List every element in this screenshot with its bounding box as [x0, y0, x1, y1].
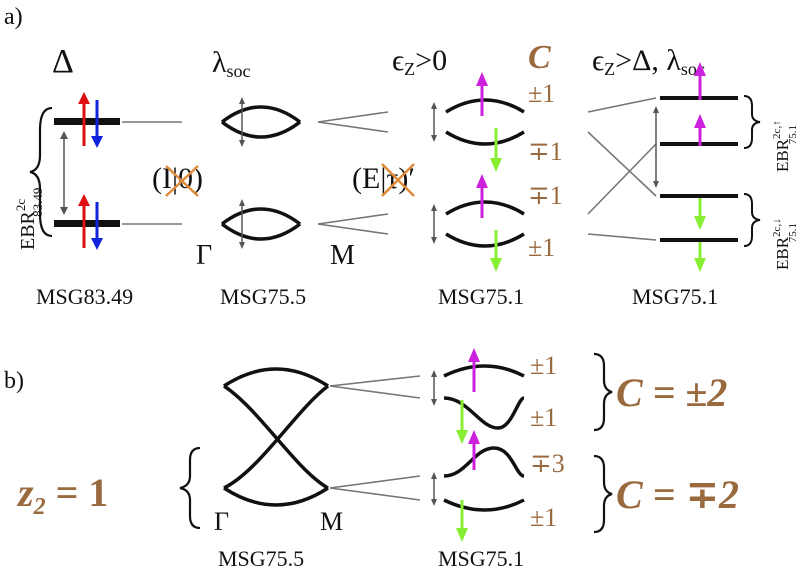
- band-75-1: [445, 200, 525, 216]
- left-brace: [29, 106, 53, 238]
- band-crossing: [223, 367, 329, 388]
- svg-text:EBR2c,↑75.1: EBR2c,↑75.1: [771, 120, 799, 172]
- broken-symmetry-translation: (E|τ)′: [352, 162, 415, 195]
- band-top-83: [54, 118, 120, 125]
- chern-value: ±1: [530, 503, 557, 532]
- connector-line: [317, 111, 389, 123]
- band-75-1: [445, 130, 525, 146]
- flat-band: [660, 238, 738, 242]
- chern-value: ±1: [530, 351, 557, 380]
- panel-b-label: b): [4, 368, 24, 394]
- group-label: MSG83.49: [36, 284, 133, 309]
- group-label: MSG75.1: [438, 284, 524, 309]
- band-75-1-b: [443, 498, 525, 512]
- band-crossing: [223, 384, 330, 490]
- panel-a-label: a): [4, 4, 23, 30]
- chern-value: ∓1: [528, 137, 563, 166]
- m-label: M: [320, 507, 343, 536]
- zeeman-positive-label: ϵZ>0: [392, 44, 447, 79]
- band-lens-bottom: [220, 207, 302, 226]
- chern-value: ±1: [528, 79, 555, 108]
- chern-total-bottom: C = ∓2: [616, 472, 739, 517]
- gamma-label: Γ: [214, 507, 229, 536]
- group-label: MSG75.1: [438, 546, 524, 571]
- connector-line: [317, 213, 389, 225]
- band-crossing: [223, 486, 329, 507]
- chern-brace: [593, 454, 613, 534]
- band-75-1: [445, 232, 525, 248]
- zeeman-large-label: ϵZ>Δ, λsoc: [592, 44, 705, 79]
- z2-label: z2 = 1: [16, 470, 108, 520]
- ebr-down-label: EBR2c,↓75.1: [771, 218, 799, 270]
- m-label: M: [330, 240, 355, 271]
- band-75-1-b: [443, 446, 525, 478]
- band-75-1-b: [443, 396, 525, 430]
- ebr-up-label: EBR2c,↑75.1: [771, 120, 799, 172]
- gamma-label: Γ: [196, 240, 212, 271]
- delta-symbol: Δ: [52, 43, 74, 80]
- chern-symbol: C: [528, 39, 551, 76]
- z2-brace: [179, 446, 201, 530]
- chern-total-top: C = ±2: [616, 370, 727, 415]
- right-brace: [743, 95, 761, 149]
- chern-value: ∓1: [528, 181, 563, 210]
- chern-value: ±1: [530, 403, 557, 432]
- band-75-1-b: [443, 364, 525, 378]
- band-lens-top: [220, 105, 302, 124]
- flat-band: [660, 194, 738, 198]
- band-lens-bottom: [220, 222, 302, 241]
- group-label: MSG75.5: [220, 284, 306, 309]
- broken-symmetry-inversion: (I|0): [152, 162, 203, 195]
- band-75-1: [445, 98, 525, 114]
- connector-line: [317, 121, 389, 133]
- group-label: MSG75.1: [632, 284, 718, 309]
- right-brace: [743, 193, 761, 247]
- chern-value: ±1: [528, 233, 555, 262]
- chern-brace: [593, 352, 613, 432]
- chern-value: ∓3: [530, 449, 565, 478]
- band-lens-top: [220, 120, 302, 139]
- group-label: MSG75.5: [218, 546, 304, 571]
- svg-text:EBR2c,↓75.1: EBR2c,↓75.1: [771, 218, 799, 270]
- band-bottom-83: [54, 220, 120, 227]
- connector-line: [317, 223, 389, 235]
- lambda-soc-label: λsoc: [212, 46, 251, 81]
